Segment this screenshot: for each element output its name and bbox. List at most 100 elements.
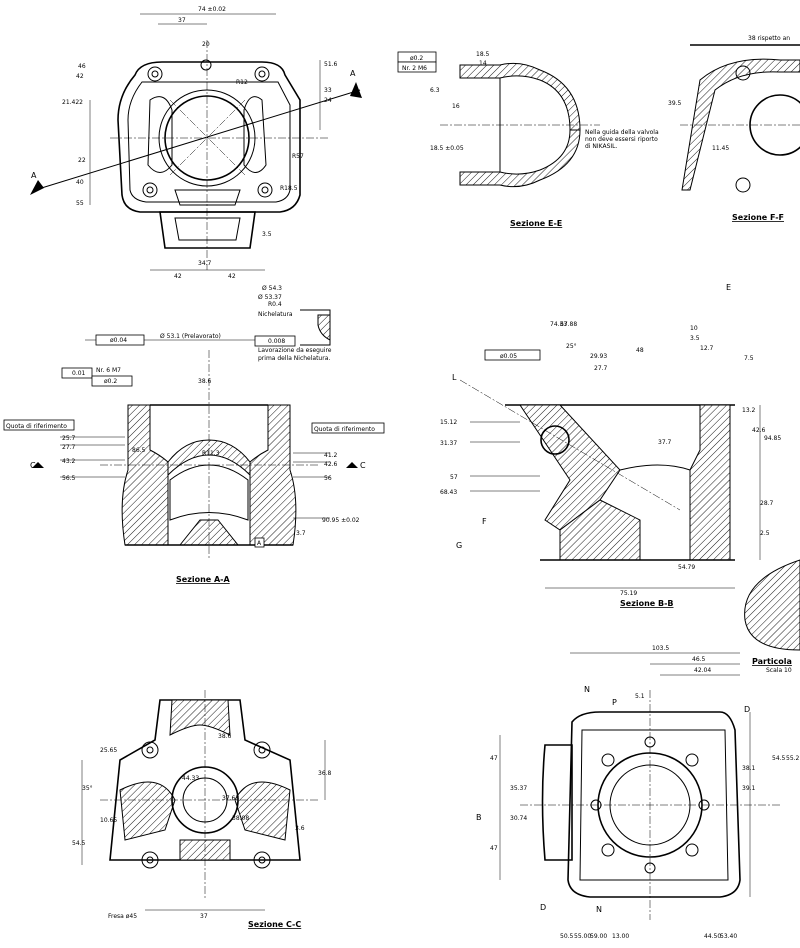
dim-left-55: 55 xyxy=(76,200,84,207)
dd-4204: 42.04 xyxy=(694,667,711,674)
view-section-ee: ø0.2 Nr. 2 M6 18.5 14 6.3 18.5 ±0.05 16 … xyxy=(397,51,659,228)
dd-51: 5.1 xyxy=(635,693,645,700)
dim-865: 86.5 xyxy=(132,447,146,454)
note-nichelatura: Nichelatura xyxy=(258,311,293,318)
section-mark-l: L xyxy=(452,373,457,382)
dim-bottom-42a: 42 xyxy=(174,273,182,280)
view-bottom-right: 103.5 46.5 42.04 5.1 38.1 39.1 54.5 55.2… xyxy=(476,645,800,940)
dd-5900: 59.00 xyxy=(590,933,607,940)
bb-2993: 29.93 xyxy=(590,353,607,360)
bb-7519: 75.19 xyxy=(620,590,637,597)
view-section-bb: ø0.05 15.12 31.37 57 68.43 74.33 67.88 2… xyxy=(440,283,800,674)
ff-rispetto: 38 rispetto an xyxy=(748,35,790,42)
dim-cc-2565: 25.65 xyxy=(100,747,117,754)
note-fresa: Fresa ø45 xyxy=(108,913,137,920)
quota-left: Quota di riferimento xyxy=(6,423,67,430)
dim-cc-37: 37 xyxy=(200,913,208,920)
dim-top-37: 37 xyxy=(178,17,186,24)
ee-16: 16 xyxy=(452,103,460,110)
dd-505: 50.5 xyxy=(560,933,574,940)
bb-132: 13.2 xyxy=(742,407,756,414)
view-section-aa: 0.01 ø0.04 0.008 ø0.2 Nr. 6 M7 Ø 53.1 (P… xyxy=(3,285,385,584)
dim-r12: R12 xyxy=(236,79,248,86)
section-mark-c-right: C xyxy=(360,461,366,470)
dim-right-33: 33 xyxy=(324,87,332,94)
ee-note-2: non deve essersi riporto xyxy=(585,136,658,143)
note-lavorazione-2: prima della Nichelatura. xyxy=(258,355,330,362)
title-section-ff: Sezione F-F xyxy=(732,213,784,222)
dim-cc-4433: 44.33 xyxy=(182,775,199,782)
dim-cc-368: 36.8 xyxy=(318,770,332,777)
bb-3137: 31.37 xyxy=(440,440,457,447)
dim-left-40: 40 xyxy=(76,179,84,186)
dd-391: 39.1 xyxy=(742,785,756,792)
dim-d5337: Ø 53.37 xyxy=(258,294,282,301)
dim-r04: R0.4 xyxy=(268,301,282,308)
ee-note-3: di NIKASIL. xyxy=(585,143,617,150)
dim-bottom-347: 34.7 xyxy=(198,260,212,267)
dd-552: 55.2 xyxy=(786,755,800,762)
dim-r185: R18.5 xyxy=(280,185,298,192)
bb-277: 27.7 xyxy=(594,365,608,372)
bb-48: 48 xyxy=(636,347,644,354)
title-section-cc: Sezione C-C xyxy=(248,920,301,929)
dim-cc-35deg: 35° xyxy=(82,785,93,792)
bb-57: 57 xyxy=(450,474,458,481)
section-mark-a-left: A xyxy=(31,171,37,180)
bb-75: 7.5 xyxy=(744,355,754,362)
bb-6843: 68.43 xyxy=(440,489,457,496)
dim-426: 42.6 xyxy=(324,461,338,468)
dd-545: 54.5 xyxy=(772,755,786,762)
quota-right: Quota di riferimento xyxy=(314,426,375,433)
view-top-left: 74 ±0.02 37 20 46 42 21.422 22 40 55 51.… xyxy=(30,6,362,280)
ff-1145: 11.45 xyxy=(712,145,729,152)
datum-a: A xyxy=(257,540,262,547)
section-mark-g: G xyxy=(456,541,462,550)
note-tol-0008: 0.008 xyxy=(268,338,285,345)
note-prelavorato: Ø 53.1 (Prelavorato) xyxy=(160,333,221,340)
section-mark-f: F xyxy=(482,517,487,526)
bb-1512: 15.12 xyxy=(440,419,457,426)
dim-right-24: 24 xyxy=(324,97,332,104)
dim-left-42: 42 xyxy=(76,73,84,80)
bb-5479: 54.79 xyxy=(678,564,695,571)
ee-185: 18.5 xyxy=(476,51,490,58)
note-tol-004: ø0.04 xyxy=(110,337,127,344)
dim-cc-3808: 38.08 xyxy=(232,815,249,822)
dim-right-r57: R57 xyxy=(292,153,304,160)
ee-nr2: Nr. 2 M6 xyxy=(402,65,427,72)
dim-cc-3763: 37.63 xyxy=(222,795,239,802)
title-section-ee: Sezione E-E xyxy=(510,219,562,228)
title-section-aa: Sezione A-A xyxy=(176,575,231,584)
dim-left-21422: 21.422 xyxy=(62,99,83,106)
scala: Scala 10 xyxy=(766,667,792,674)
section-mark-d-top: D xyxy=(744,705,750,714)
dim-35: 3.5 xyxy=(262,231,272,238)
dim-r113: R11.3 xyxy=(202,450,220,457)
dd-5500: 55.00 xyxy=(574,933,591,940)
dd-3074: 30.74 xyxy=(510,815,527,822)
dim-565: 56.5 xyxy=(62,475,76,482)
dim-412: 41.2 xyxy=(324,452,338,459)
ee-63: 6.3 xyxy=(430,87,440,94)
dim-right-516: 51.6 xyxy=(324,61,338,68)
ee-14: 14 xyxy=(479,60,487,67)
title-particolare: Particola xyxy=(752,657,792,666)
section-mark-e: E xyxy=(726,283,731,292)
note-tol-001: 0.01 xyxy=(72,370,86,377)
note-tol-02a: ø0.2 xyxy=(104,378,117,385)
dim-top-74: 74 ±0.02 xyxy=(198,6,226,13)
section-mark-n-top: N xyxy=(584,685,590,694)
dim-cc-545: 54.5 xyxy=(72,840,86,847)
title-section-bb: Sezione B-B xyxy=(620,599,674,608)
dd-47a: 47 xyxy=(490,755,498,762)
section-mark-c-left: C xyxy=(30,461,36,470)
dim-left-46: 46 xyxy=(78,63,86,70)
bb-tol: ø0.05 xyxy=(500,353,517,360)
dd-465: 46.5 xyxy=(692,656,706,663)
dim-9095: 90.95 ±0.02 xyxy=(322,517,360,524)
note-lavorazione-1: Lavorazione da eseguire xyxy=(258,347,332,354)
bb-426: 42.6 xyxy=(752,427,766,434)
dim-56: 56 xyxy=(324,475,332,482)
